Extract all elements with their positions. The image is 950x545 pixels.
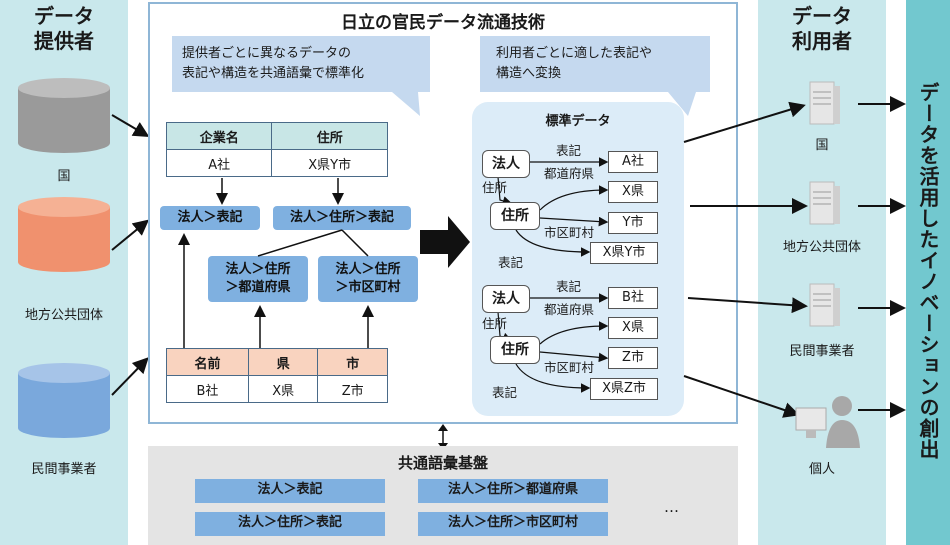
vocab-item-pref: 法人＞住所＞都道府県	[418, 479, 608, 503]
callout-left: 提供者ごとに異なるデータの 表記や構造を共通語彙で標準化	[182, 46, 365, 81]
std-edge-jusho-1: 住所	[482, 180, 508, 195]
provider-label-local: 地方公共団体	[24, 308, 103, 323]
std-value-name-2: B社	[608, 287, 658, 309]
std-value-pref-1: X県	[608, 181, 658, 203]
std-node-jusho-2: 住所	[490, 336, 540, 364]
provider-table-b: 名前 県 市 B社 X県 Z市	[166, 348, 388, 403]
table-b-cell-city: Z市	[317, 375, 388, 403]
server-icon-local	[809, 181, 840, 225]
std-node-houjin-1: 法人	[482, 150, 530, 178]
std-node-houjin-2: 法人	[482, 285, 530, 313]
server-icon-private	[809, 283, 840, 327]
database-icon-national	[18, 78, 110, 153]
std-value-full-2: X県Z市	[590, 378, 658, 400]
database-icon-local	[18, 197, 110, 272]
user-label-private: 民間事業者	[789, 344, 855, 359]
callout-right: 利用者ごとに適した表記や 構造へ変換	[496, 46, 653, 81]
database-icon-private	[18, 363, 110, 438]
user-label-national: 国	[815, 138, 829, 153]
user-label-individual: 個人	[808, 462, 835, 477]
person-computer-icon	[795, 396, 860, 448]
vocab-pill-pref: 法人＞住所 ＞都道府県	[208, 256, 308, 302]
provider-title: データ 提供者	[34, 4, 94, 53]
provider-table-a: 企業名 住所 A社 X県Y市	[165, 122, 388, 177]
std-edge-hyouki-2: 表記	[556, 279, 582, 294]
vocab-item-jusho-hyouki: 法人＞住所＞表記	[195, 512, 385, 536]
std-edge-pref-2: 都道府県	[544, 302, 595, 317]
table-a-header-address: 住所	[271, 122, 388, 150]
vocab-pill-houjin-jusho-hyouki: 法人＞住所＞表記	[273, 206, 411, 230]
provider-label-private: 民間事業者	[31, 462, 97, 477]
std-edge-hyouki-1: 表記	[556, 143, 582, 158]
vocab-base-title: 共通語彙基盤	[397, 454, 488, 472]
user-label-local: 地方公共団体	[782, 240, 861, 255]
server-icon-national	[809, 81, 840, 125]
table-b-cell-pref: X県	[247, 375, 319, 403]
table-a-cell-address: X県Y市	[271, 149, 388, 177]
table-b-header-name: 名前	[166, 348, 249, 376]
table-a-header-company: 企業名	[165, 122, 273, 150]
table-a-cell-company: A社	[165, 149, 273, 177]
std-edge-addr-hyouki-1: 表記	[498, 255, 524, 270]
vocab-ellipsis: …	[664, 498, 679, 516]
vocab-pill-city: 法人＞住所 ＞市区町村	[318, 256, 418, 302]
table-b-header-pref: 県	[247, 348, 319, 376]
provider-label-national: 国	[57, 169, 71, 184]
vocab-pill-houjin-hyouki: 法人＞表記	[160, 206, 260, 230]
std-edge-jusho-2: 住所	[482, 316, 508, 331]
main-title: 日立の官民データ流通技術	[341, 13, 545, 33]
std-edge-city-2: 市区町村	[544, 360, 595, 375]
std-node-jusho-1: 住所	[490, 202, 540, 230]
table-b-cell-name: B社	[166, 375, 249, 403]
std-value-pref-2: X県	[608, 317, 658, 339]
std-edge-addr-hyouki-2: 表記	[492, 385, 518, 400]
standard-data-title: 標準データ	[545, 114, 611, 129]
table-b-header-city: 市	[317, 348, 388, 376]
std-value-city-2: Z市	[608, 347, 658, 369]
std-edge-city-1: 市区町村	[544, 225, 595, 240]
user-title: データ 利用者	[792, 4, 852, 53]
vocab-item-houjin-hyouki: 法人＞表記	[195, 479, 385, 503]
outcome-text: データを活用したイノベーションの創出	[916, 82, 940, 460]
std-value-city-1: Y市	[608, 212, 658, 234]
std-value-name-1: A社	[608, 151, 658, 173]
std-value-full-1: X県Y市	[590, 242, 658, 264]
vocab-item-city: 法人＞住所＞市区町村	[418, 512, 608, 536]
outcome-column	[906, 0, 950, 545]
std-edge-pref-1: 都道府県	[544, 166, 595, 181]
